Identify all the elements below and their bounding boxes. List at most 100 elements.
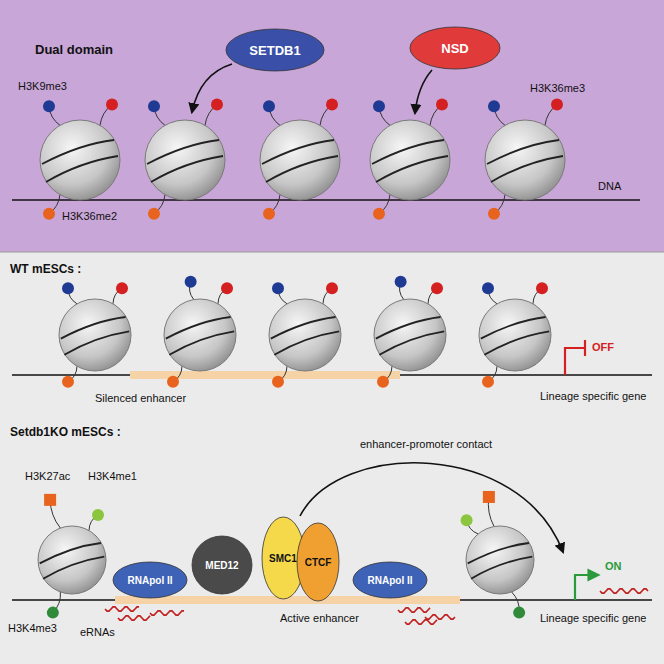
protein-ellipse: RNApol II <box>112 561 188 599</box>
dna-wrap <box>487 140 559 164</box>
nucleosome <box>38 494 106 619</box>
histone-mark <box>263 208 275 220</box>
histone-mark <box>92 509 104 521</box>
rna-transcript <box>150 611 184 615</box>
node-text: NSD <box>441 41 468 56</box>
condition-label: WT mESCs : <box>10 262 81 276</box>
protein-ellipse: CTCF <box>296 522 340 602</box>
rna-transcript <box>398 608 430 612</box>
panel-title: Dual domain <box>35 42 113 58</box>
histone-core <box>164 299 236 371</box>
histone-mark <box>272 376 284 388</box>
ellipse-fill <box>192 536 252 594</box>
enzyme-arrow <box>192 64 232 112</box>
dna-wrap <box>61 317 126 339</box>
dna-wrap <box>491 156 563 182</box>
contact-label: enhancer-promoter contact <box>360 438 492 451</box>
histone-mark <box>106 99 118 111</box>
mark-label: H3K36me2 <box>62 210 117 223</box>
nucleosome <box>164 276 236 388</box>
nucleosome <box>461 491 534 619</box>
rna-label: eRNAs <box>80 626 115 639</box>
mark-label: H3K36me3 <box>530 82 585 95</box>
node-text: CTCF <box>305 557 332 568</box>
histone-mark <box>488 100 500 112</box>
histone-mark <box>263 100 275 112</box>
gene-label: Lineage specific gene <box>540 390 646 403</box>
dna-line <box>12 199 640 201</box>
mark-label: H3K9me3 <box>18 80 67 93</box>
enzyme-arrow <box>415 70 432 113</box>
histone-mark <box>211 99 223 111</box>
histone-core <box>38 526 106 594</box>
nucleosome <box>485 99 565 220</box>
histone-mark <box>395 276 407 288</box>
rna-transcript <box>105 607 139 611</box>
dna-wrap <box>151 156 223 182</box>
node-text: MED12 <box>205 560 238 571</box>
dna-wrap <box>471 557 532 579</box>
rna-transcript <box>405 620 437 624</box>
state-label: OFF <box>592 341 614 354</box>
histone-mark <box>373 100 385 112</box>
histone-core <box>479 299 551 371</box>
histone-mark <box>513 607 525 619</box>
histone-mark <box>44 494 56 506</box>
dna-wrap <box>64 331 129 354</box>
enhancer-label: Active enhancer <box>280 612 359 625</box>
node-text: SETDB1 <box>249 43 300 58</box>
histone-core <box>260 120 340 200</box>
histone-mark <box>272 282 284 294</box>
histone-mark <box>377 376 389 388</box>
node-text: RNApol II <box>368 575 413 586</box>
nucleosome <box>370 99 450 220</box>
histone-mark <box>221 282 233 294</box>
enzyme-ellipse: NSD <box>409 26 501 70</box>
histone-core <box>269 299 341 371</box>
histone-mark <box>167 376 179 388</box>
dna-label: DNA <box>598 180 621 193</box>
ellipse-fill <box>226 29 324 71</box>
gene-label: Lineage specific gene <box>540 612 646 625</box>
dna-wrap <box>169 331 234 354</box>
dna-wrap <box>379 331 444 354</box>
histone-mark <box>482 376 494 388</box>
histone-mark <box>43 208 55 220</box>
enzyme-ellipse: SETDB1 <box>225 28 325 72</box>
dna-wrap <box>40 543 101 563</box>
nucleosome <box>260 99 340 220</box>
histone-mark <box>185 276 197 288</box>
dna-wrap <box>42 140 114 164</box>
histone-mark <box>373 208 385 220</box>
mark-label: H3K4me3 <box>8 622 57 635</box>
ellipse-fill <box>410 27 500 69</box>
mark-label: H3K27ac <box>25 470 70 483</box>
histone-core <box>466 526 534 594</box>
ellipse-fill <box>353 562 427 598</box>
histone-mark <box>326 282 338 294</box>
histone-mark <box>62 376 74 388</box>
dna-wrap <box>376 156 448 182</box>
ellipse-fill <box>297 523 339 601</box>
node-text: RNApol II <box>128 575 173 586</box>
histone-core <box>145 120 225 200</box>
nucleosome <box>479 282 551 388</box>
nucleosome <box>40 99 120 220</box>
node-text: SMC1 <box>269 553 297 564</box>
histone-core <box>40 120 120 200</box>
histone-mark <box>148 100 160 112</box>
promoter-on <box>575 575 598 600</box>
nucleosome <box>269 282 341 388</box>
histone-mark <box>436 99 448 111</box>
panel-divider <box>0 252 664 253</box>
histone-mark <box>551 99 563 111</box>
top-panel <box>0 0 664 252</box>
dna-wrap <box>147 140 219 164</box>
dna-wrap <box>484 331 549 354</box>
nucleosome <box>145 99 225 220</box>
histone-mark <box>461 514 473 526</box>
state-label: ON <box>605 560 622 573</box>
dna-wrap <box>372 140 444 164</box>
histone-core <box>374 299 446 371</box>
histone-mark <box>488 208 500 220</box>
